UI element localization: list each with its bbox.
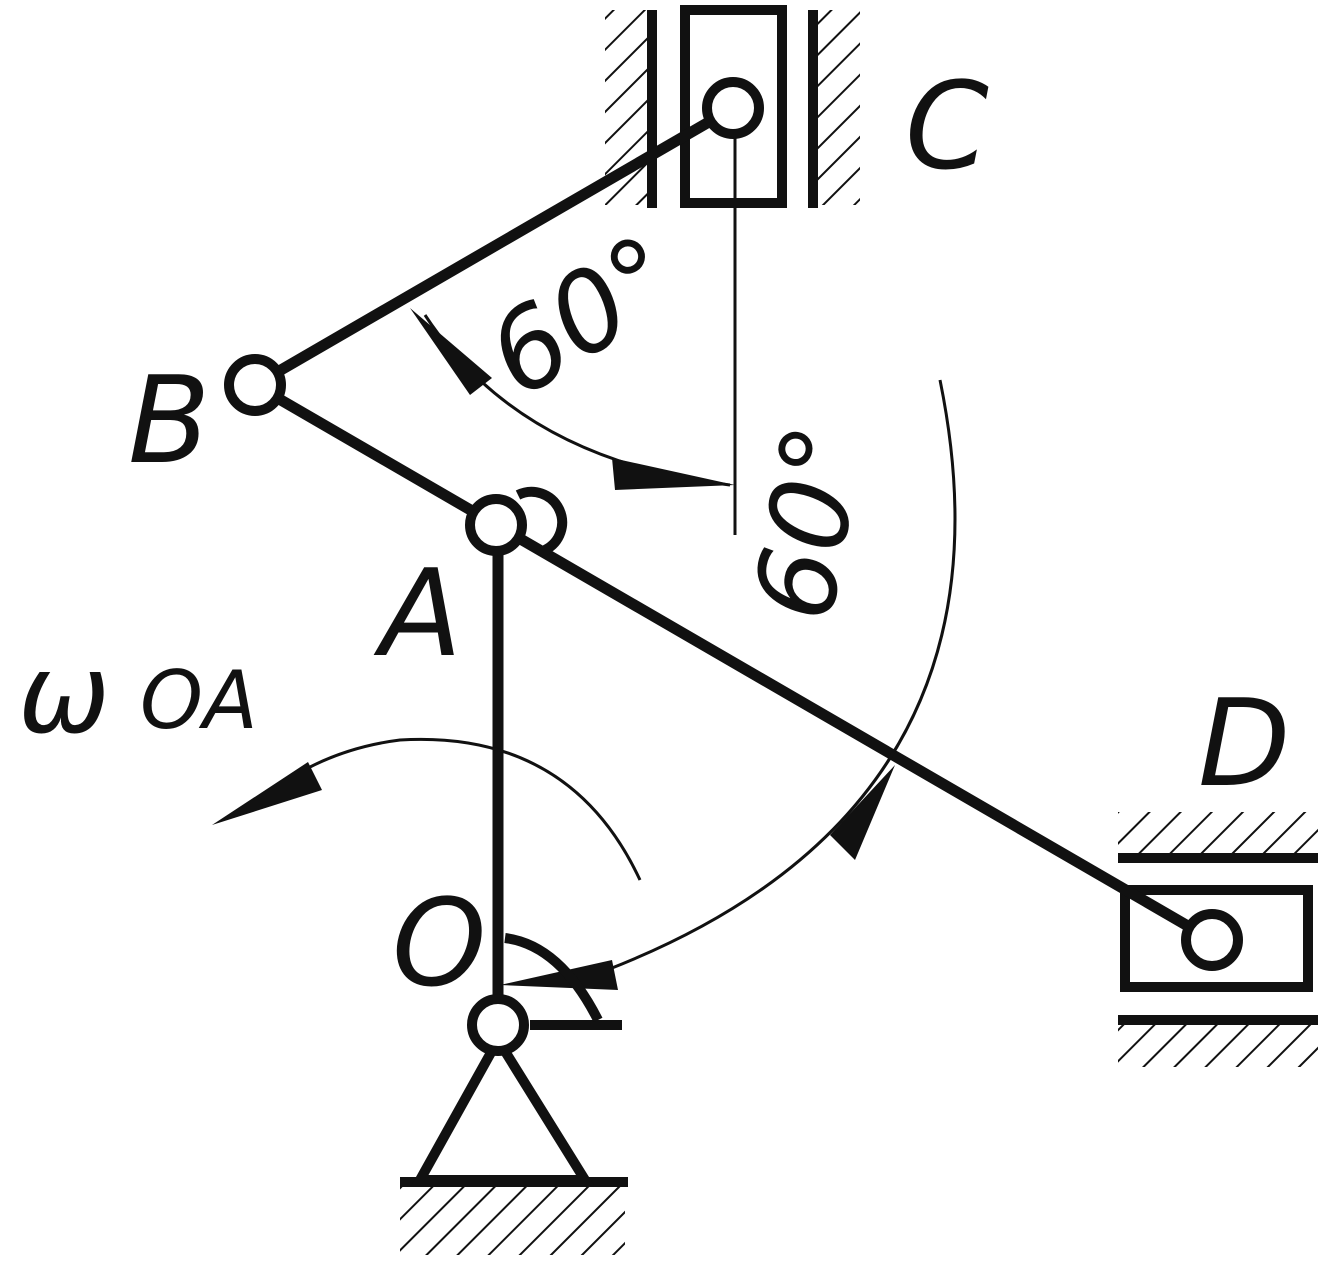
arrow-head-arc-left-top	[410, 308, 492, 395]
angle-label-60-right: 60°	[730, 415, 890, 629]
joints	[224, 77, 1243, 1056]
hinge-marker-a	[515, 486, 568, 555]
label-omega-subscript: OA	[140, 654, 258, 747]
label-a: A	[373, 545, 462, 684]
guide-hatch-c-right	[815, 10, 860, 205]
arrow-head-arc-right-top	[830, 765, 895, 860]
slider-block-d	[1120, 885, 1313, 992]
guide-hatch-d-bottom	[1118, 1022, 1318, 1067]
dimension-lines	[212, 108, 957, 1023]
ground-hatch-o	[400, 1185, 625, 1255]
joint-d	[1181, 909, 1243, 971]
omega-arrow-head	[212, 762, 322, 825]
link-bd	[252, 380, 1215, 945]
guide-hatch-d-top	[1118, 812, 1318, 857]
joint-o	[467, 994, 529, 1056]
label-o: O	[392, 875, 486, 1014]
arrow-head-arc-left-right	[612, 458, 735, 490]
fixed-support-o	[400, 1020, 628, 1255]
slider-guide-d	[1118, 812, 1318, 1067]
label-c: C	[905, 58, 989, 197]
support-triangle	[411, 1030, 594, 1185]
omega-arc	[259, 737, 642, 881]
links	[252, 103, 1215, 1025]
arrow-head-arc-right-bottom	[500, 960, 618, 990]
joint-b	[224, 354, 286, 416]
joint-a	[465, 494, 527, 556]
link-bc	[252, 103, 736, 390]
joint-c	[702, 77, 764, 139]
slider-guide-c	[605, 5, 860, 208]
label-b: B	[128, 352, 210, 491]
angle-arc-60-right	[579, 379, 957, 982]
right-angle-marker-o	[504, 933, 603, 1023]
label-omega: ω	[18, 630, 110, 758]
label-d: D	[1198, 675, 1290, 814]
